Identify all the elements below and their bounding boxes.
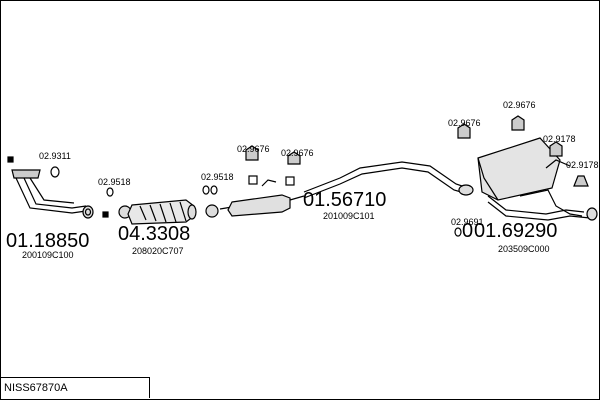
oem-number: 200109C100 xyxy=(22,250,74,260)
oem-number: 201009C101 xyxy=(323,211,375,221)
ref-label: 02.9178 xyxy=(566,160,599,170)
part-number: 01.18850 xyxy=(6,230,89,252)
bolt-icon xyxy=(102,211,109,218)
gasket-ring-icon xyxy=(50,166,60,178)
part-number: 04.3308 xyxy=(118,223,190,245)
part-number: 01.56710 xyxy=(303,189,386,211)
front-pipe-drawing xyxy=(11,169,94,219)
ref-label: 02.9311 xyxy=(39,151,71,161)
ref-label: 02.9676 xyxy=(503,100,536,110)
catalyst-drawing xyxy=(106,187,197,225)
hanger-icons xyxy=(210,115,589,237)
gasket-icon xyxy=(7,156,14,163)
part-number-prefix: 0 xyxy=(462,220,473,242)
rear-silencer-drawing xyxy=(477,137,598,221)
middle-silencer-drawing xyxy=(202,161,474,218)
ref-label: 02.9518 xyxy=(201,172,234,182)
ref-label: 02.9676 xyxy=(448,118,481,128)
catalog-number: NISS67870A xyxy=(0,377,150,398)
ref-label: 02.9178 xyxy=(543,134,576,144)
oem-number: 208020C707 xyxy=(132,246,184,256)
ref-label: 02.9518 xyxy=(98,177,131,187)
ref-label: 02.9676 xyxy=(237,144,270,154)
ref-label: 02.9676 xyxy=(281,148,314,158)
ref-label: 02.9691 xyxy=(451,217,484,227)
oem-number: 203509C000 xyxy=(498,244,550,254)
part-number: 01.69290 xyxy=(474,220,557,242)
